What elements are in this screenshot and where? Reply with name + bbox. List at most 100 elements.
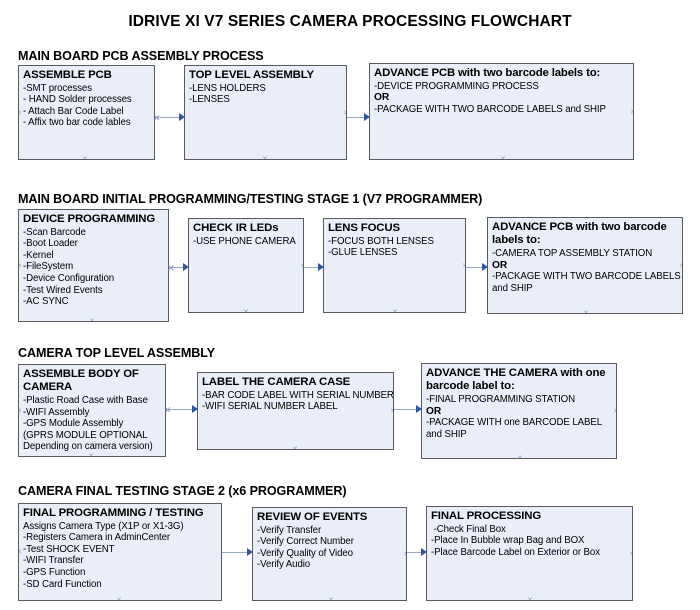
resize-handle-bottom[interactable]: ✕ [527,597,533,601]
resize-handle-right[interactable]: ✕ [462,263,465,270]
arrowhead-icon [179,113,185,122]
resize-handle-left[interactable]: ✕ [19,549,22,556]
resize-handle-bottom[interactable]: ✕ [262,156,268,160]
resize-handle-top[interactable]: ✕ [527,506,533,510]
resize-handle-top[interactable]: ✕ [583,217,589,221]
resize-handle-bottom[interactable]: ✕ [116,597,122,601]
connector-top-level-assembly-to-advance-pcb [347,113,370,123]
node-line: -PACKAGE WITH TWO BARCODE LABELS and SHI… [374,103,606,115]
node-line: -Plastic Road Case with Base [23,394,148,406]
resize-handle-left[interactable]: ✕ [19,263,22,270]
node-line: - Attach Bar Code Label [23,105,124,117]
resize-handle-right[interactable]: ✕ [343,110,346,117]
node-label-the-camera-case[interactable]: LABEL THE CAMERA CASE -BAR CODE LABEL WI… [197,372,394,450]
resize-handle-top[interactable]: ✕ [82,65,88,69]
resize-handle-top[interactable]: ✕ [89,209,95,213]
arrowhead-icon [183,263,189,272]
node-line: -FOCUS BOTH LENSES [328,235,434,247]
resize-handle-left[interactable]: ✕ [19,408,22,415]
connector-shaft [155,117,184,119]
node-line: OR [492,259,508,271]
node-title: LENS FOCUS [328,222,400,234]
resize-handle-top[interactable]: ✕ [262,65,268,69]
connector-device-programming-to-check-ir-leds: ✕ [167,263,189,273]
connector-review-of-events-to-final-processing [407,548,427,558]
node-lens-focus[interactable]: LENS FOCUS -FOCUS BOTH LENSES -GLUE LENS… [323,218,466,313]
resize-handle-bottom[interactable]: ✕ [328,597,334,601]
resize-handle-top[interactable]: ✕ [500,63,506,67]
node-line: -Device Configuration [23,273,115,285]
connector-label-camera-case-to-advance-camera [394,405,422,415]
resize-handle-bottom[interactable]: ✕ [392,309,398,313]
resize-handle-right[interactable]: ✕ [679,263,682,270]
resize-handle-right[interactable]: ✕ [403,551,406,558]
node-advance-pcb-two-barcode-labels[interactable]: ADVANCE PCB with two barcode labels to: … [369,63,634,160]
section-title-camera-top-level-assembly: CAMERA TOP LEVEL ASSEMBLY [18,346,215,360]
node-title: ADVANCE THE CAMERA with one barcode labe… [426,367,606,393]
resize-handle-top[interactable]: ✕ [392,218,398,222]
node-assemble-body-of-camera[interactable]: ASSEMBLE BODY OF CAMERA -Plastic Road Ca… [18,364,166,457]
arrowhead-icon [482,263,488,272]
node-check-ir-leds[interactable]: CHECK IR LEDs -USE PHONE CAMERA ✕ ✕ ✕ [188,218,304,313]
node-line: Depending on camera version) [23,441,153,453]
node-line: -Boot Loader [23,238,78,250]
node-line: - Affix two bar code lables [23,117,131,129]
node-advance-pcb-to-camera-top-assembly[interactable]: ADVANCE PCB with two barcode labels to: … [487,217,683,314]
node-title: LABEL THE CAMERA CASE [202,376,351,388]
resize-handle-bottom[interactable]: ✕ [243,309,249,313]
node-final-programming-testing[interactable]: FINAL PROGRAMMING / TESTING Assigns Came… [18,503,222,601]
node-title: ADVANCE PCB with two barcode labels to: [374,67,601,79]
resize-handle-bottom[interactable]: ✕ [89,318,95,322]
resize-handle-top[interactable]: ✕ [328,507,334,511]
node-device-programming[interactable]: DEVICE PROGRAMMING -Scan Barcode -Boot L… [18,209,169,322]
resize-handle-top[interactable]: ✕ [517,363,523,367]
resize-handle-bottom[interactable]: ✕ [583,310,589,314]
node-line: -FINAL PROGRAMMING STATION [426,393,575,405]
resize-handle-bottom[interactable]: ✕ [517,455,523,459]
node-final-processing[interactable]: FINAL PROCESSING -Check Final Box -Place… [426,506,633,601]
node-title: FINAL PROCESSING [431,510,542,522]
node-title: ASSEMBLE BODY OF CAMERA [23,368,139,394]
connector-shaft [169,267,188,269]
node-top-level-assembly[interactable]: TOP LEVEL ASSEMBLY -LENS HOLDERS -LENSES… [184,65,347,160]
node-assemble-pcb[interactable]: ASSEMBLE PCB -SMT processes - HAND Solde… [18,65,155,160]
arrowhead-icon [247,548,253,557]
resize-handle-right[interactable]: ✕ [390,408,393,415]
resize-handle-bottom[interactable]: ✕ [82,156,88,160]
node-line: -GPS Function [23,567,86,579]
resize-handle-right[interactable]: ✕ [630,109,633,116]
connector-assemble-pcb-to-top-level-assembly: ✕ [153,113,185,123]
connector-shaft [166,409,197,411]
resize-handle-right[interactable]: ✕ [613,408,616,415]
connector-shaft [466,267,487,269]
node-line: -LENS HOLDERS [189,82,266,94]
node-line: -SD Card Function [23,578,102,590]
resize-handle-left[interactable]: ✕ [19,110,22,117]
node-line: OR [374,92,390,104]
node-title: ADVANCE PCB with two barcode labels to: [492,221,667,247]
arrowhead-icon [318,263,324,272]
resize-handle-right[interactable]: ✕ [300,263,303,270]
resize-handle-top[interactable]: ✕ [88,364,94,368]
node-line: -Kernel [23,249,54,261]
resize-handle-bottom[interactable]: ✕ [500,156,506,160]
node-line: -Verify Audio [257,559,311,571]
arrowhead-icon [421,548,427,557]
resize-handle-right[interactable]: ✕ [629,551,632,558]
section-title-main-board-initial-programming-testing-stage-1: MAIN BOARD INITIAL PROGRAMMING/TESTING S… [18,192,483,206]
resize-handle-top[interactable]: ✕ [243,218,249,222]
node-line: -WIFI Transfer [23,555,84,567]
connector-shaft [394,409,421,411]
node-line: -CAMERA TOP ASSEMBLY STATION [492,247,653,259]
resize-handle-top[interactable]: ✕ [292,372,298,376]
node-review-of-events[interactable]: REVIEW OF EVENTS -Verify Transfer -Verif… [252,507,407,601]
resize-handle-top[interactable]: ✕ [116,503,122,507]
node-line: -Place In Bubble wrap Bag and BOX [431,535,585,547]
node-line: -AC SYNC [23,296,69,308]
node-line: -GLUE LENSES [328,247,398,259]
resize-handle-bottom[interactable]: ✕ [88,453,94,457]
resize-handle-bottom[interactable]: ✕ [292,446,298,450]
node-advance-the-camera-one-barcode-label[interactable]: ADVANCE THE CAMERA with one barcode labe… [421,363,617,459]
section-title-main-board-pcb-assembly-process: MAIN BOARD PCB ASSEMBLY PROCESS [18,49,264,63]
